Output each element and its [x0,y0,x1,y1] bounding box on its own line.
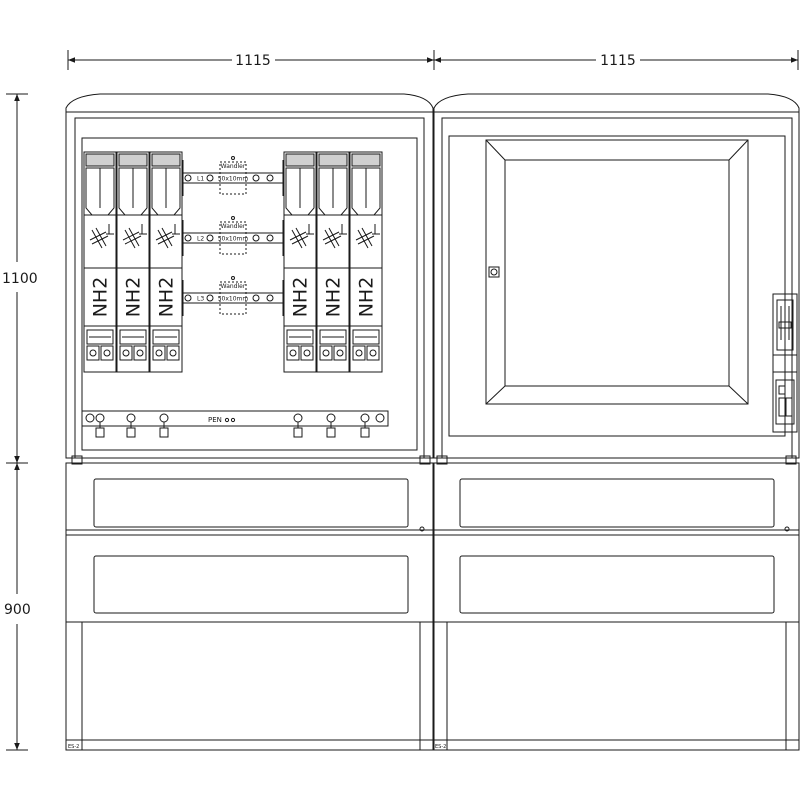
pen-terminal [293,413,303,438]
fuse-columns [83,151,383,373]
transformer-row [182,276,284,316]
side-device [772,293,798,433]
fuse-label: NH2 [323,277,345,318]
phase-label: L3 [197,296,204,303]
fuse-unit [116,151,150,373]
right-plinth [433,462,800,751]
pen-terminal [326,413,336,438]
transformer-row [182,216,284,256]
busbar-label: 50x10mm [218,176,249,183]
fuse-label: NH2 [123,277,145,318]
busbar-label: 50x10mm [218,236,249,243]
fuse-unit [83,151,117,373]
transformer-row [182,156,284,196]
dim-height-lower: 900 [4,602,31,618]
phase-label: L1 [197,176,204,183]
right-upper-cabinet [433,93,800,465]
dim-height-upper: 1100 [2,271,38,287]
left-upper-cabinet [65,93,434,465]
dimension-lines [6,50,799,751]
cabinet-door [485,139,749,405]
fuse-label: NH2 [356,277,378,318]
busbar-label: 50x10mm [218,296,249,303]
fuse-unit [149,151,183,373]
transformer-label: Wandler [221,283,246,290]
fuse-unit [283,151,317,373]
transformer-label: Wandler [221,223,246,230]
pen-terminal [159,413,169,438]
busbar-rows [182,156,284,316]
pen-terminal [360,413,370,438]
base-label-right: ES-2 [435,744,446,750]
base-label-left: ES-2 [68,744,79,750]
left-plinth [65,462,434,751]
fuse-label: NH2 [290,277,312,318]
pen-terminal [126,413,136,438]
pen-label: PEN [208,416,222,424]
phase-label: L2 [197,236,204,243]
door-lock-icon [488,266,500,278]
transformer-label: Wandler [221,163,246,170]
pen-terminals [95,413,370,438]
pen-terminal [95,413,105,438]
fuse-label: NH2 [156,277,178,318]
fuse-unit [349,151,383,373]
dim-width-left: 1115 [235,53,271,69]
fuse-label: NH2 [90,277,112,318]
pen-busbar [81,410,389,427]
dim-width-right: 1115 [600,53,636,69]
fuse-unit [316,151,350,373]
